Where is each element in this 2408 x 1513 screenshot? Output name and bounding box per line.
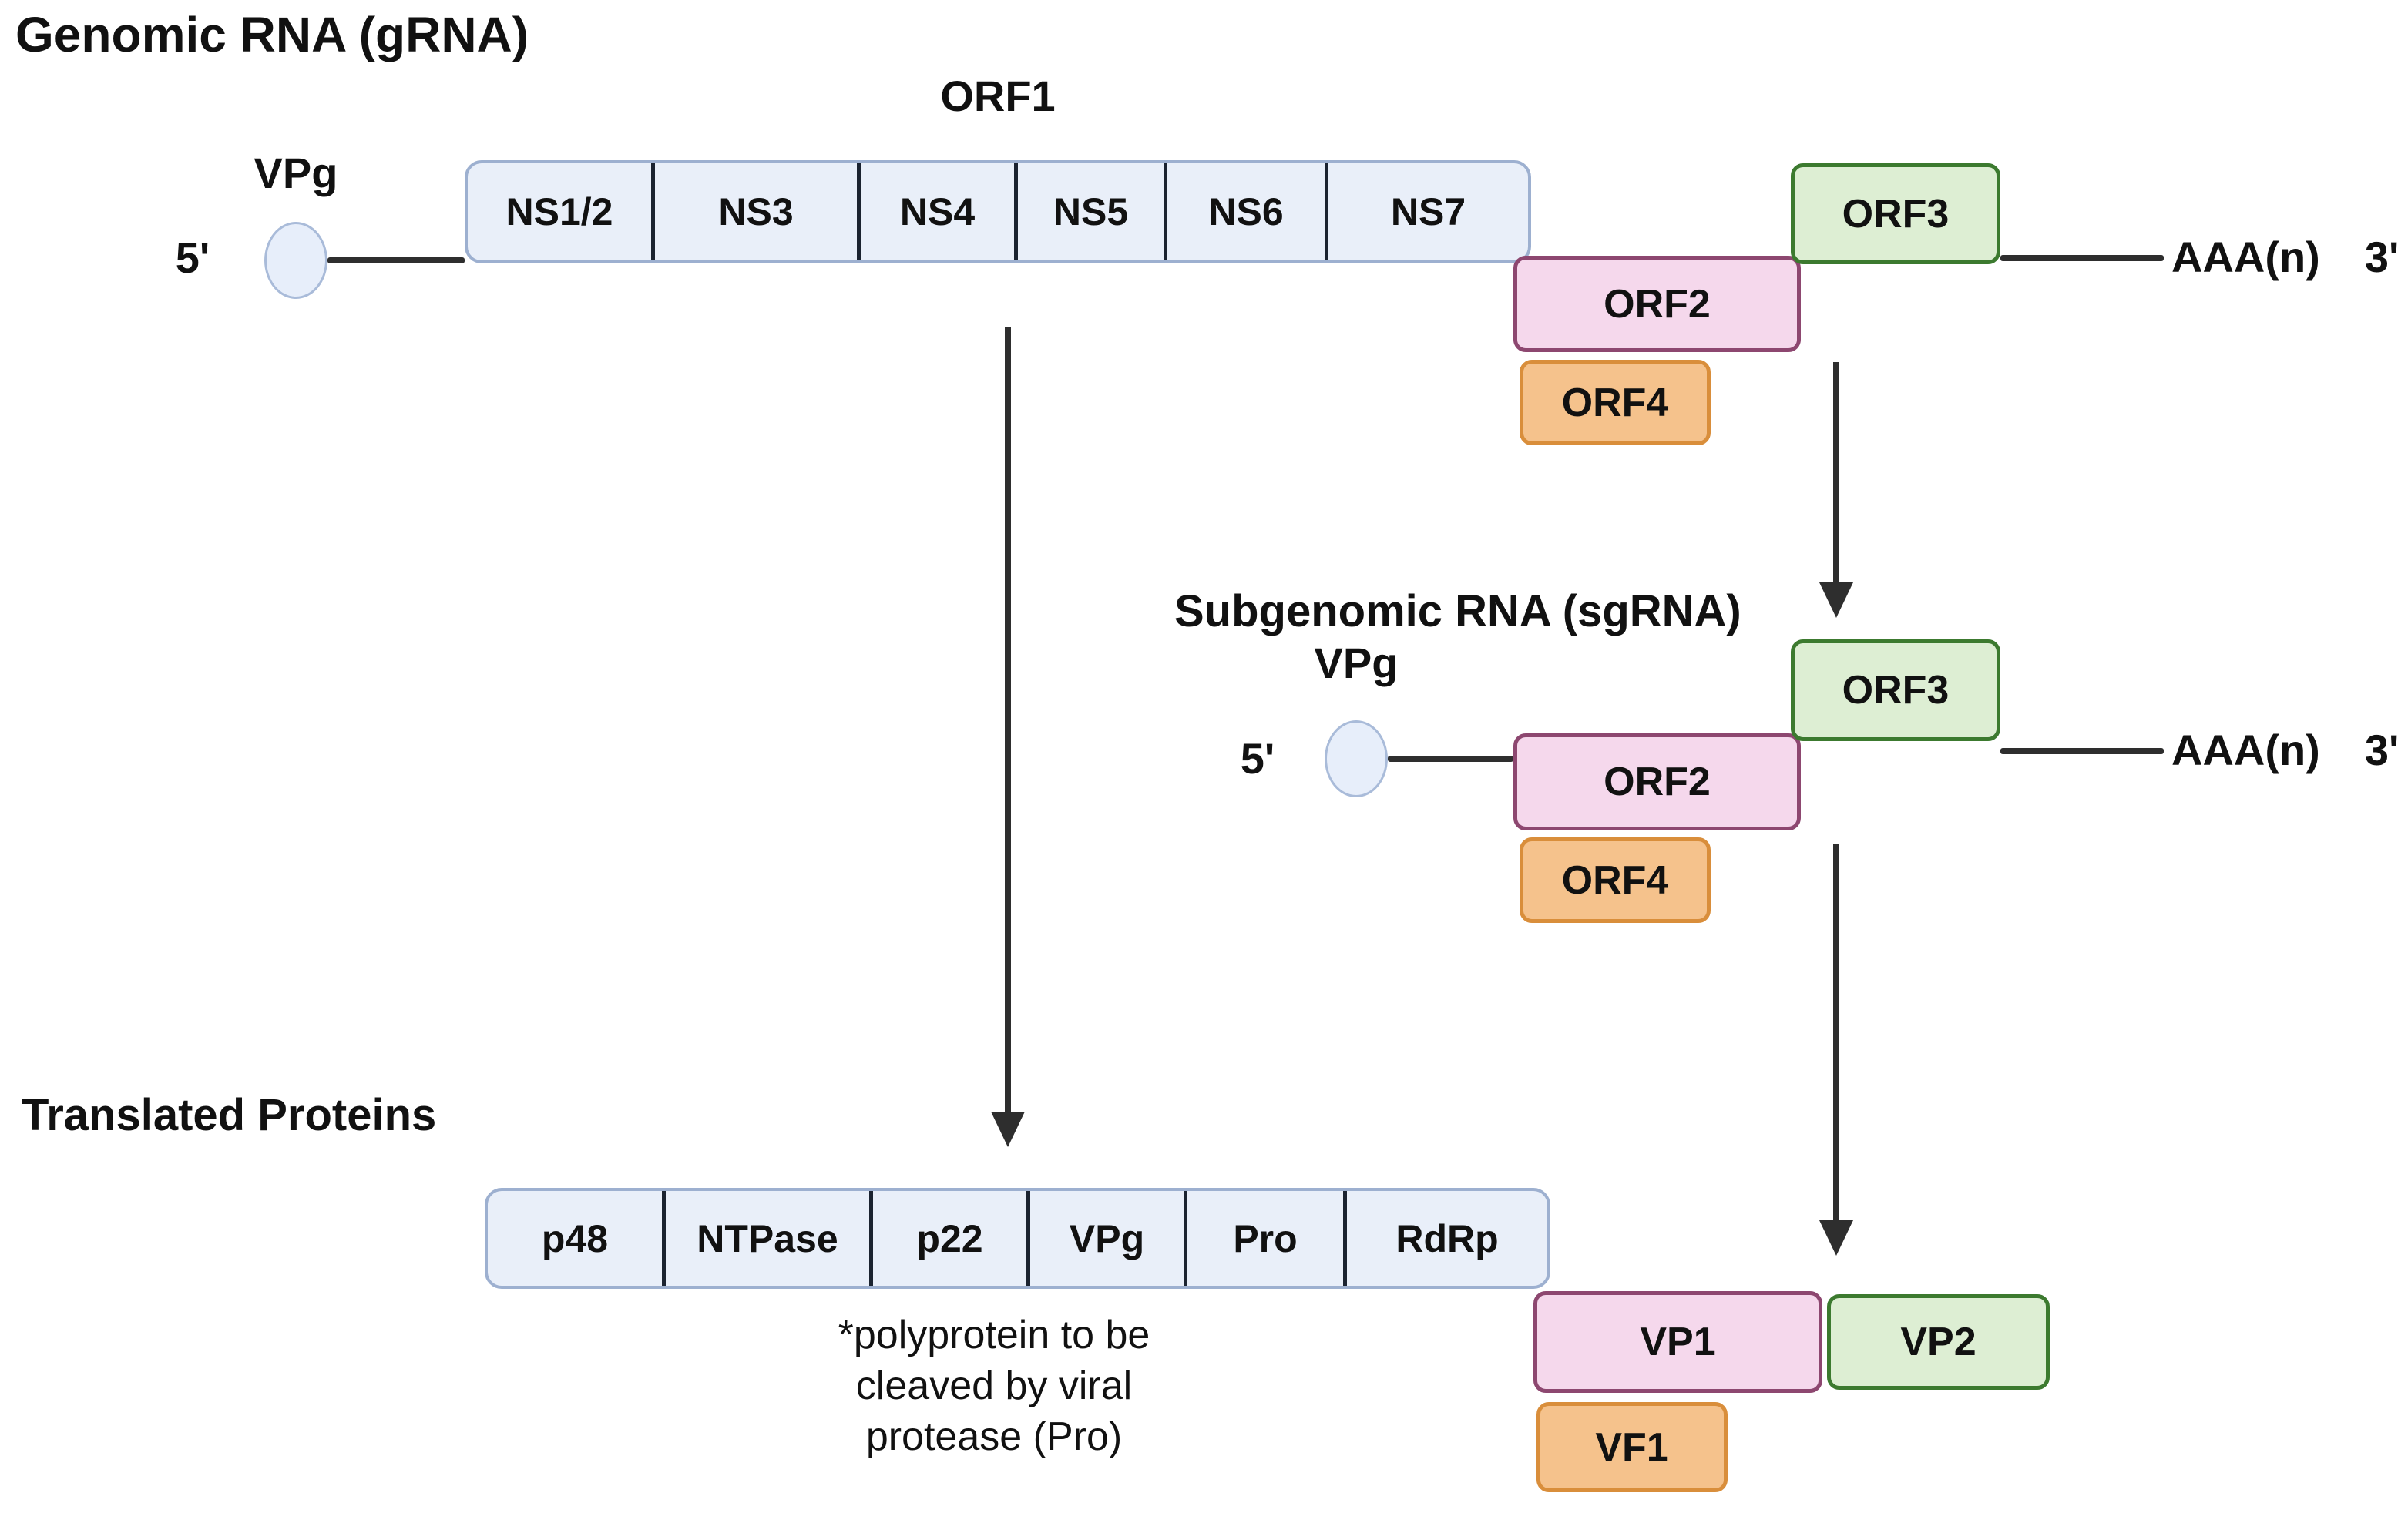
orf2-box-genomic: ORF2 — [1513, 256, 1801, 352]
vp2-box: VP2 — [1827, 1294, 2050, 1390]
subgenomic-3prime-line — [2000, 748, 2164, 754]
protein-segment-rdrp: RdRp — [1395, 1216, 1499, 1260]
orf4-box-subgenomic: ORF4 — [1520, 837, 1711, 923]
orf1-translation-arrow-line — [1005, 327, 1011, 1113]
five-prime-label-subgenomic: 5' — [1240, 734, 1275, 783]
vpg-circle-subgenomic — [1325, 720, 1388, 797]
vf1-box: VF1 — [1536, 1402, 1728, 1492]
protein-segment-vpg: VPg — [1030, 1191, 1187, 1286]
vpg-label-genomic: VPg — [254, 149, 338, 197]
orf4-box-genomic: ORF4 — [1520, 360, 1711, 445]
orf2-box-subgenomic: ORF2 — [1513, 733, 1801, 830]
orf1-translation-arrow-head — [991, 1112, 1025, 1147]
vpg-label-subgenomic: VPg — [1314, 639, 1399, 687]
orf3-box-subgenomic: ORF3 — [1791, 639, 2000, 741]
orf1-title: ORF1 — [940, 72, 1056, 120]
five-prime-label-genomic: 5' — [175, 233, 210, 282]
orf1-box: NS1/2 NS3 NS4 NS5 NS6 NS7 — [465, 160, 1531, 263]
note-line-3: protease (Pro) — [865, 1414, 1123, 1459]
subgenomic-rna-title: Subgenomic RNA (sgRNA) — [1174, 586, 1741, 636]
orf1-segment-ns5: NS5 — [1018, 163, 1167, 260]
orf1-segment-ns4: NS4 — [861, 163, 1018, 260]
note-line-2: cleaved by viral — [855, 1364, 1133, 1408]
translated-proteins-title: Translated Proteins — [22, 1090, 437, 1140]
orf1-segment-ns1-2: NS1/2 — [468, 163, 655, 260]
sgrna-translation-arrow-line — [1833, 844, 1839, 1222]
genomic-rna-title: Genomic RNA (gRNA) — [15, 7, 529, 62]
genomic-polya-label: AAA(n) 3' — [2171, 232, 2399, 282]
polyprotein-box: p48 NTPase p22 VPg Pro RdRp — [485, 1188, 1550, 1289]
genomic-3prime-line — [2000, 255, 2164, 261]
three-prime-label-subgenomic: 3' — [2364, 726, 2400, 774]
protein-segment-p22: p22 — [873, 1191, 1030, 1286]
note-line-1: *polyprotein to be — [838, 1313, 1150, 1357]
polya-text: AAA(n) — [2171, 233, 2320, 281]
vpg-circle-genomic — [264, 222, 327, 299]
genomic-5prime-line — [327, 257, 465, 263]
polya-text-subgenomic: AAA(n) — [2171, 726, 2320, 774]
orf1-segment-ns6: NS6 — [1167, 163, 1328, 260]
three-prime-label-genomic: 3' — [2364, 233, 2400, 281]
orf1-segment-ns7: NS7 — [1390, 190, 1466, 233]
orf3-box-genomic: ORF3 — [1791, 163, 2000, 264]
grna-to-sgrna-arrow-line — [1833, 362, 1839, 584]
protein-segment-pro: Pro — [1187, 1191, 1347, 1286]
orf1-segment-ns3: NS3 — [655, 163, 861, 260]
subgenomic-5prime-line — [1388, 756, 1513, 762]
polyprotein-note: *polyprotein to be cleaved by viral prot… — [732, 1310, 1256, 1462]
sgrna-translation-arrow-head — [1819, 1220, 1853, 1256]
protein-segment-ntpase: NTPase — [666, 1191, 873, 1286]
grna-to-sgrna-arrow-head — [1819, 582, 1853, 618]
vp1-box: VP1 — [1533, 1291, 1822, 1393]
protein-segment-p48: p48 — [488, 1191, 666, 1286]
subgenomic-polya-label: AAA(n) 3' — [2171, 725, 2399, 775]
